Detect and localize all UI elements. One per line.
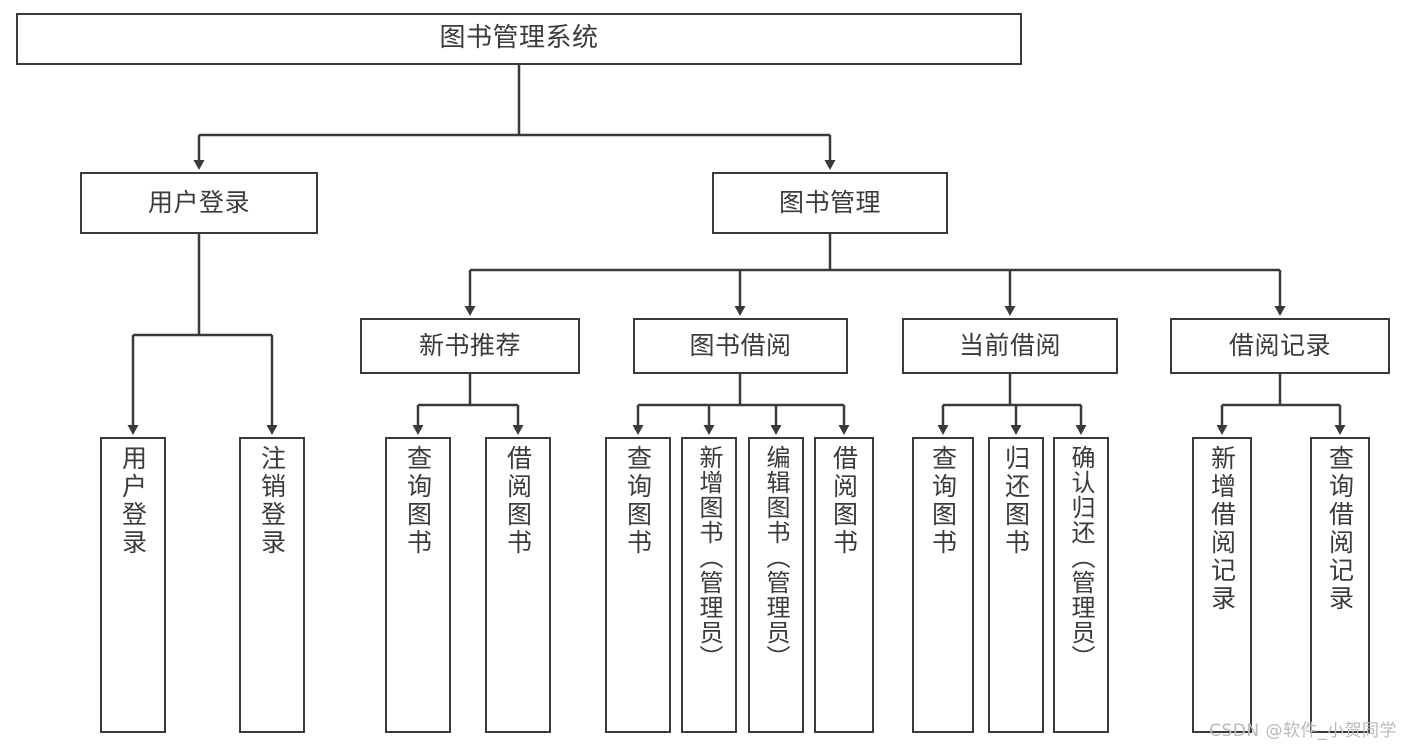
node-leaf-5[interactable]: 新增图书（管理员） <box>681 437 737 733</box>
node-leaf-10-label: 确认归还（管理员） <box>1067 445 1095 670</box>
node-leaf-6[interactable]: 编辑图书（管理员） <box>748 437 804 733</box>
csdn-watermark: CSDN @软件_小贺同学 <box>1209 721 1397 741</box>
node-leaf-8[interactable]: 查询图书 <box>912 437 974 733</box>
node-leaf-2-label: 查询图书 <box>403 445 433 557</box>
node-leaf-6-label: 编辑图书（管理员） <box>762 445 790 670</box>
node-root[interactable]: 图书管理系统 <box>16 13 1022 65</box>
node-level3-3[interactable]: 借阅记录 <box>1170 318 1390 374</box>
node-leaf-11-label: 新增借阅记录 <box>1207 445 1237 613</box>
node-leaf-8-label: 查询图书 <box>928 445 958 557</box>
node-leaf-1[interactable]: 注销登录 <box>239 437 305 733</box>
node-leaf-4[interactable]: 查询图书 <box>605 437 671 733</box>
node-leaf-4-label: 查询图书 <box>623 445 653 557</box>
node-level3-1[interactable]: 图书借阅 <box>633 318 848 374</box>
node-leaf-7-label: 借阅图书 <box>829 445 859 557</box>
node-level3-0-label: 新书推荐 <box>418 331 521 360</box>
node-leaf-5-label: 新增图书（管理员） <box>695 445 723 670</box>
node-level2-1[interactable]: 图书管理 <box>712 172 948 234</box>
node-leaf-0-label: 用户登录 <box>118 445 148 557</box>
node-level2-0-label: 用户登录 <box>147 188 250 217</box>
node-leaf-10[interactable]: 确认归还（管理员） <box>1053 437 1109 733</box>
node-root-label: 图书管理系统 <box>439 23 599 54</box>
node-leaf-3[interactable]: 借阅图书 <box>485 437 551 733</box>
node-leaf-2[interactable]: 查询图书 <box>385 437 451 733</box>
node-level3-1-label: 图书借阅 <box>689 331 792 360</box>
node-level3-2-label: 当前借阅 <box>958 331 1061 360</box>
node-leaf-3-label: 借阅图书 <box>503 445 533 557</box>
node-leaf-7[interactable]: 借阅图书 <box>814 437 874 733</box>
node-leaf-9[interactable]: 归还图书 <box>988 437 1044 733</box>
node-level3-3-label: 借阅记录 <box>1228 331 1331 360</box>
node-leaf-1-label: 注销登录 <box>257 445 287 557</box>
node-level2-0[interactable]: 用户登录 <box>80 172 318 234</box>
node-leaf-12[interactable]: 查询借阅记录 <box>1310 437 1370 733</box>
node-leaf-9-label: 归还图书 <box>1001 445 1031 557</box>
node-level2-1-label: 图书管理 <box>778 188 881 217</box>
node-leaf-11[interactable]: 新增借阅记录 <box>1192 437 1252 733</box>
node-leaf-12-label: 查询借阅记录 <box>1325 445 1355 613</box>
node-leaf-0[interactable]: 用户登录 <box>100 437 166 733</box>
node-level3-2[interactable]: 当前借阅 <box>902 318 1118 374</box>
node-level3-0[interactable]: 新书推荐 <box>360 318 580 374</box>
